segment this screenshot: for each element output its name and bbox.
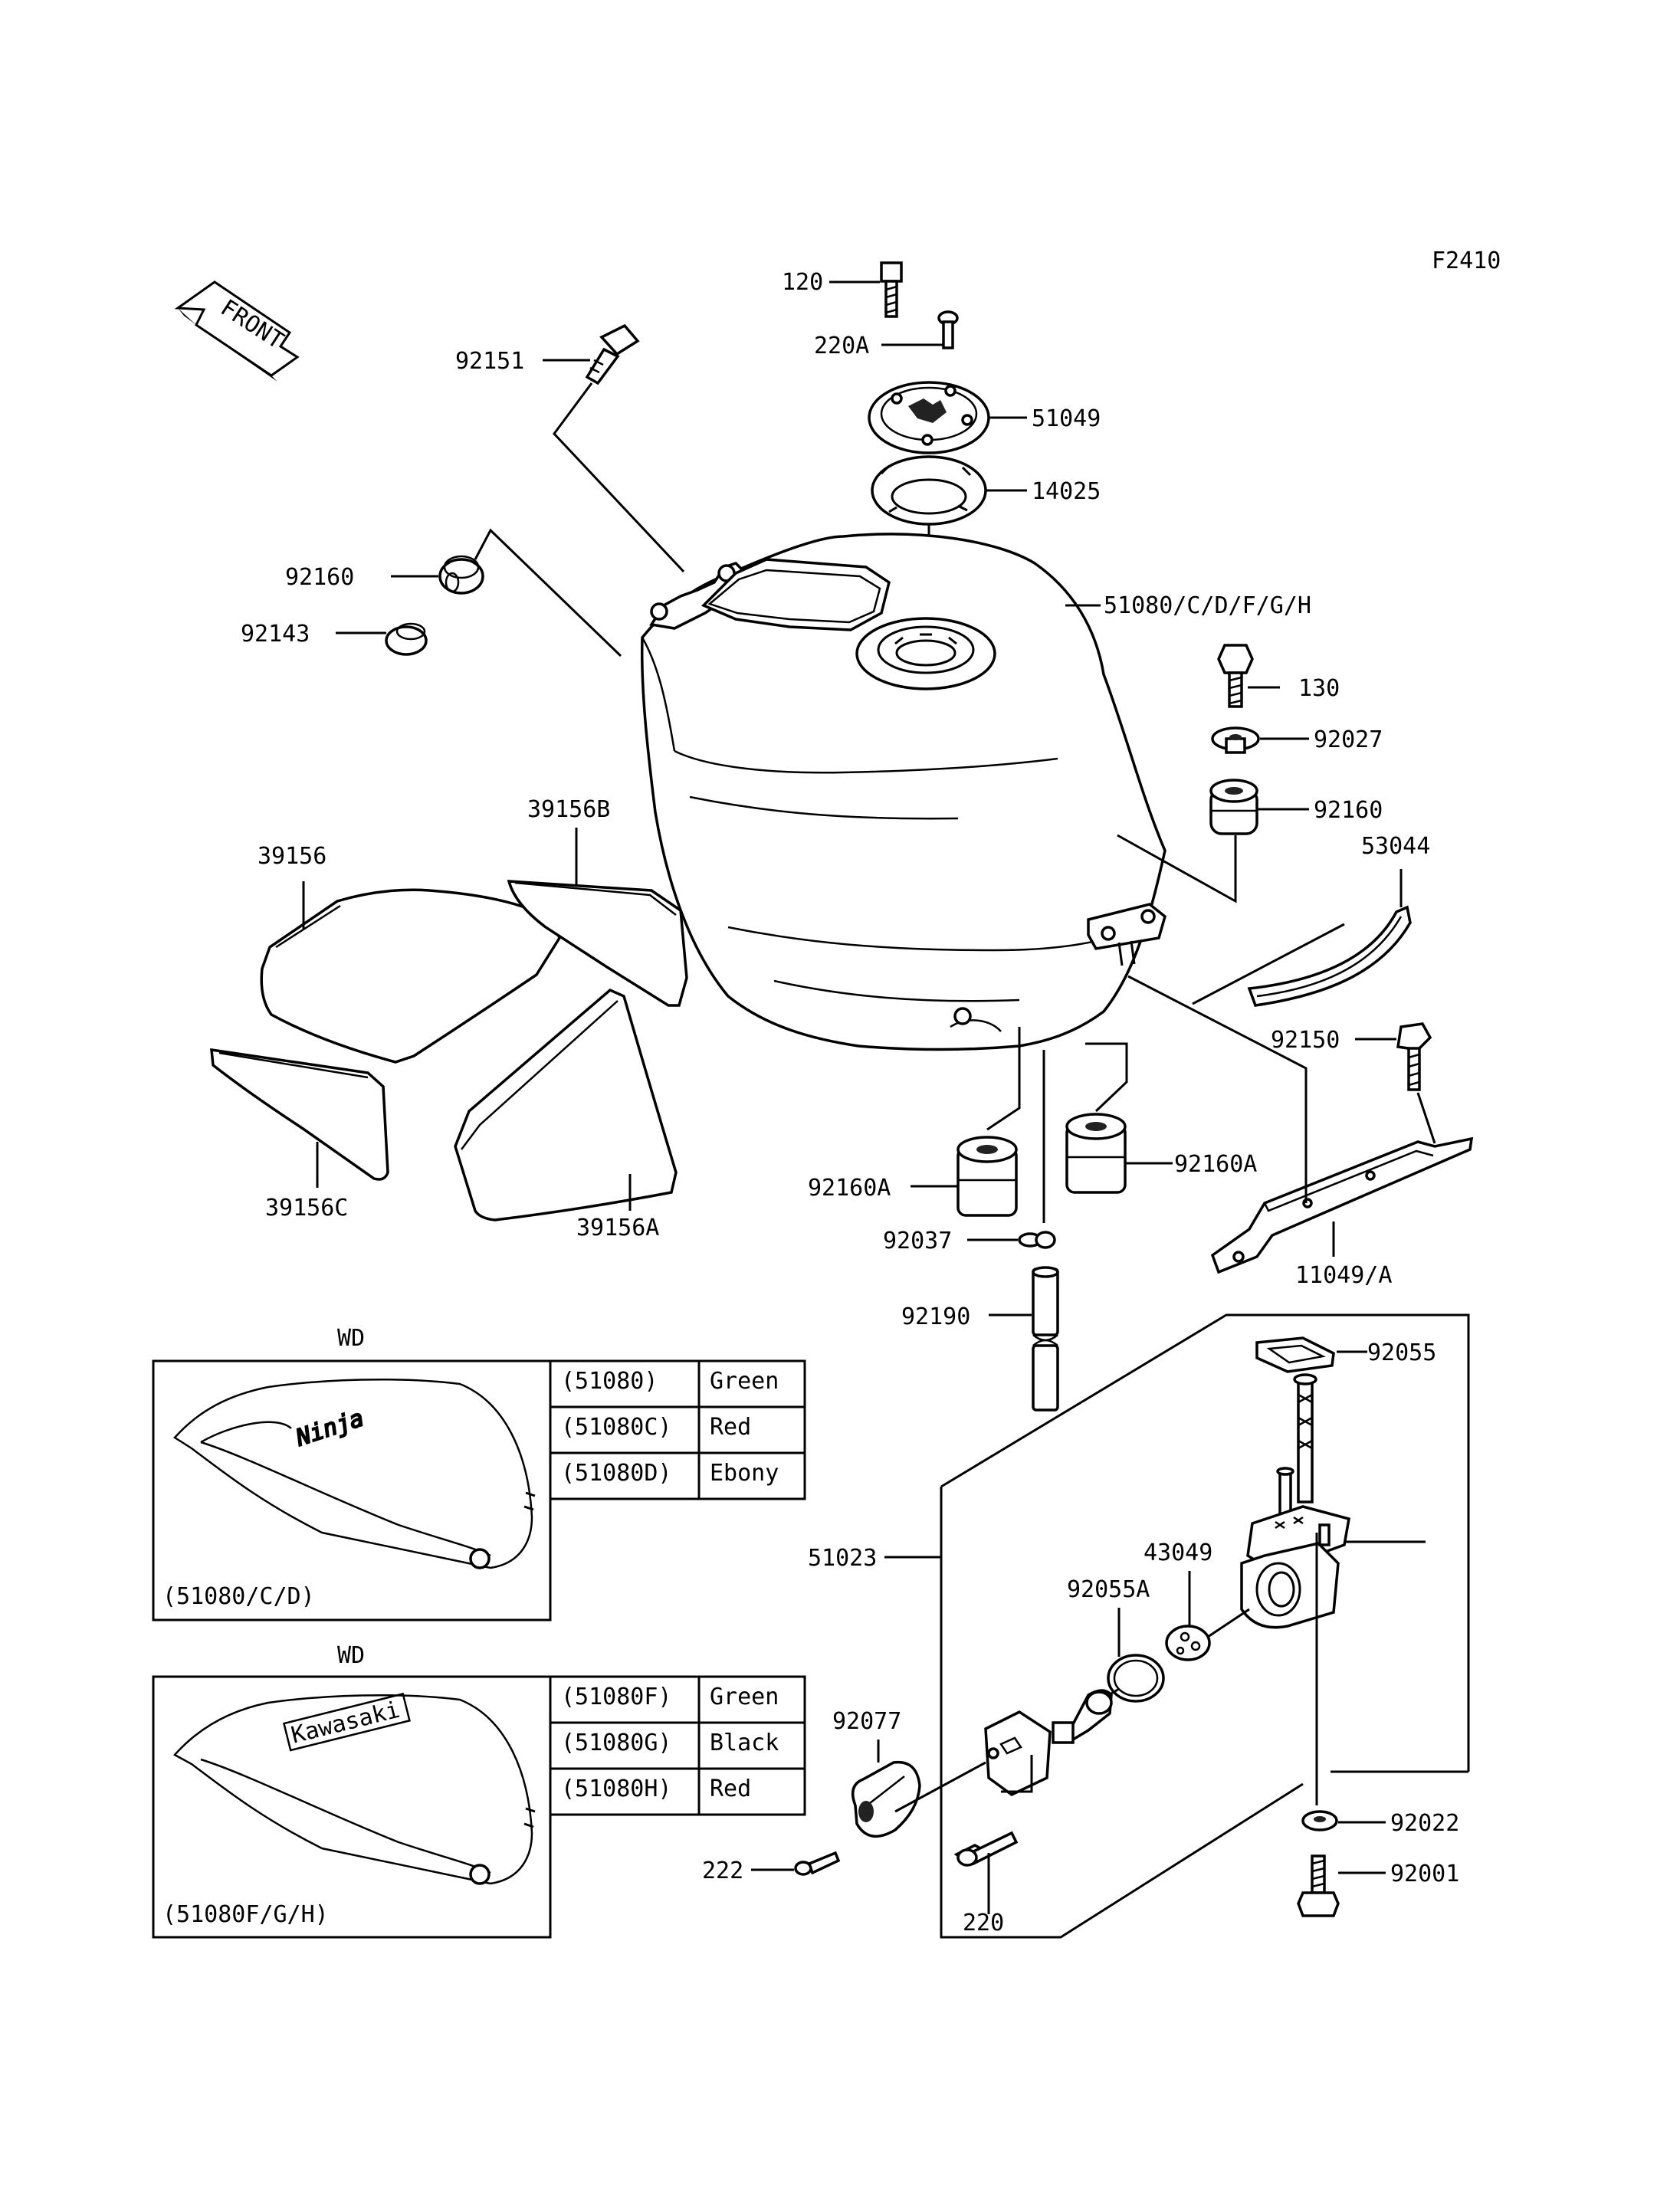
label-92150: 92150: [1271, 1027, 1340, 1054]
label-39156: 39156: [258, 843, 326, 870]
trim-53044-icon: [1247, 905, 1412, 1007]
variant-2-row-1-code: (51080F): [561, 1684, 672, 1710]
emblem-39156A-icon: [454, 988, 678, 1221]
variant-1-row-1-code: (51080): [561, 1368, 658, 1395]
bolt-130-icon: [1217, 644, 1254, 708]
fuel-tank-51080-icon: [640, 533, 1167, 1051]
label-51049: 51049: [1032, 405, 1101, 432]
label-92151: 92151: [455, 348, 524, 375]
o-ring-92055A-icon: [1107, 1654, 1165, 1703]
lever-knob-92077-icon: [851, 1760, 921, 1838]
fuel-cock-frame: [940, 1313, 1470, 1684]
label-92055A: 92055A: [1067, 1576, 1150, 1603]
label-92160A-left: 92160A: [808, 1175, 891, 1202]
label-92037: 92037: [883, 1228, 952, 1254]
bolt-92151-icon: [585, 323, 640, 385]
label-92190: 92190: [901, 1303, 970, 1330]
cap-92143-icon: [385, 622, 428, 656]
bolt-92150-icon: [1396, 1022, 1432, 1091]
label-53044: 53044: [1361, 833, 1430, 860]
fuel-cap-51049-icon: [868, 381, 990, 454]
tank-kawasaki-icon: Kawasaki: [173, 1692, 536, 1885]
label-51023: 51023: [808, 1545, 877, 1572]
label-43049: 43049: [1144, 1540, 1212, 1566]
label-92001: 92001: [1390, 1861, 1459, 1887]
logo-ninja: Ninja: [292, 1405, 367, 1452]
label-14025: 14025: [1032, 478, 1101, 505]
variant-2-row-2-color: Black: [710, 1730, 779, 1756]
label-92055: 92055: [1367, 1340, 1436, 1366]
label-130: 130: [1298, 675, 1340, 702]
stay-11049-icon: [1210, 1136, 1474, 1274]
valve-core-icon: [1052, 1689, 1113, 1744]
variant-1-table: (51080) Green (51080C) Red (51080D) Ebon…: [549, 1359, 806, 1500]
emblem-39156-icon: [260, 888, 561, 1064]
screw-222-icon: [794, 1851, 841, 1876]
figure-code: F2410: [1432, 248, 1501, 274]
variant-2-table: (51080F) Green (51080G) Black (51080H) R…: [549, 1675, 806, 1816]
grommet-92160-icon: [438, 555, 484, 595]
collar-92027-icon: [1211, 726, 1260, 754]
screw-220A-icon: [937, 310, 959, 349]
variant-1-frame: [152, 1359, 552, 1622]
hose-92190-icon: [1032, 1266, 1059, 1412]
label-39156A: 39156A: [576, 1215, 659, 1241]
label-220: 220: [963, 1910, 1004, 1936]
label-92160-right: 92160: [1314, 797, 1383, 824]
label-39156B: 39156B: [527, 796, 610, 823]
variant-2-row-2-code: (51080G): [561, 1730, 672, 1756]
label-92077: 92077: [832, 1708, 901, 1735]
label-222: 222: [702, 1858, 743, 1884]
emblem-39156C-icon: [210, 1048, 389, 1181]
clip-92037-icon: [1018, 1231, 1056, 1249]
bolt-92001-icon: [1297, 1854, 1340, 1917]
variant-1-row-2-code: (51080C): [561, 1414, 672, 1441]
cap-base-14025-icon: [871, 455, 987, 526]
variant-2-row-3-code: (51080H): [561, 1776, 672, 1802]
variant-2-header: WD: [337, 1642, 365, 1669]
variant-1-header: WD: [337, 1325, 365, 1352]
damper-92160A-left-icon: [956, 1136, 1018, 1217]
variant-2-caption: (51080F/G/H): [162, 1901, 329, 1928]
variant-1-row-3-color: Ebony: [710, 1460, 779, 1487]
washer-92022-icon: [1301, 1810, 1338, 1831]
bolt-120-icon: [880, 261, 903, 318]
label-11049: 11049/A: [1295, 1262, 1392, 1289]
variant-2-row-3-color: Red: [710, 1776, 751, 1802]
logo-kawasaki: Kawasaki: [289, 1697, 403, 1749]
label-92027: 92027: [1314, 726, 1383, 753]
variant-1-row-1-color: Green: [710, 1368, 779, 1395]
lever-plate-icon: [984, 1710, 1052, 1797]
variant-2-row-1-color: Green: [710, 1684, 779, 1710]
label-120: 120: [782, 269, 823, 296]
label-220A: 220A: [814, 333, 869, 359]
gasket-92055-icon: [1255, 1336, 1335, 1373]
variant-1-row-3-code: (51080D): [561, 1460, 672, 1487]
label-92143: 92143: [241, 621, 310, 648]
label-51080: 51080/C/D/F/G/H: [1104, 592, 1311, 619]
gasket-43049-icon: [1165, 1625, 1211, 1661]
label-92022: 92022: [1390, 1810, 1459, 1837]
emblem-39156B-icon: [507, 880, 688, 1007]
label-39156C: 39156C: [265, 1195, 348, 1221]
variant-1-caption: (51080/C/D): [162, 1583, 315, 1610]
grommet-92160-right-icon: [1209, 779, 1258, 835]
screw-220-icon: [953, 1831, 1019, 1867]
tank-ninja-icon: Ninja: [173, 1378, 536, 1569]
damper-92160A-right-icon: [1065, 1113, 1127, 1194]
fuel-cock-body-icon: [1240, 1373, 1351, 1629]
label-92160A-right: 92160A: [1174, 1151, 1257, 1178]
variant-1-row-2-color: Red: [710, 1414, 751, 1441]
label-92160-left: 92160: [285, 564, 354, 591]
front-arrow-icon: FRONT: [174, 280, 300, 382]
